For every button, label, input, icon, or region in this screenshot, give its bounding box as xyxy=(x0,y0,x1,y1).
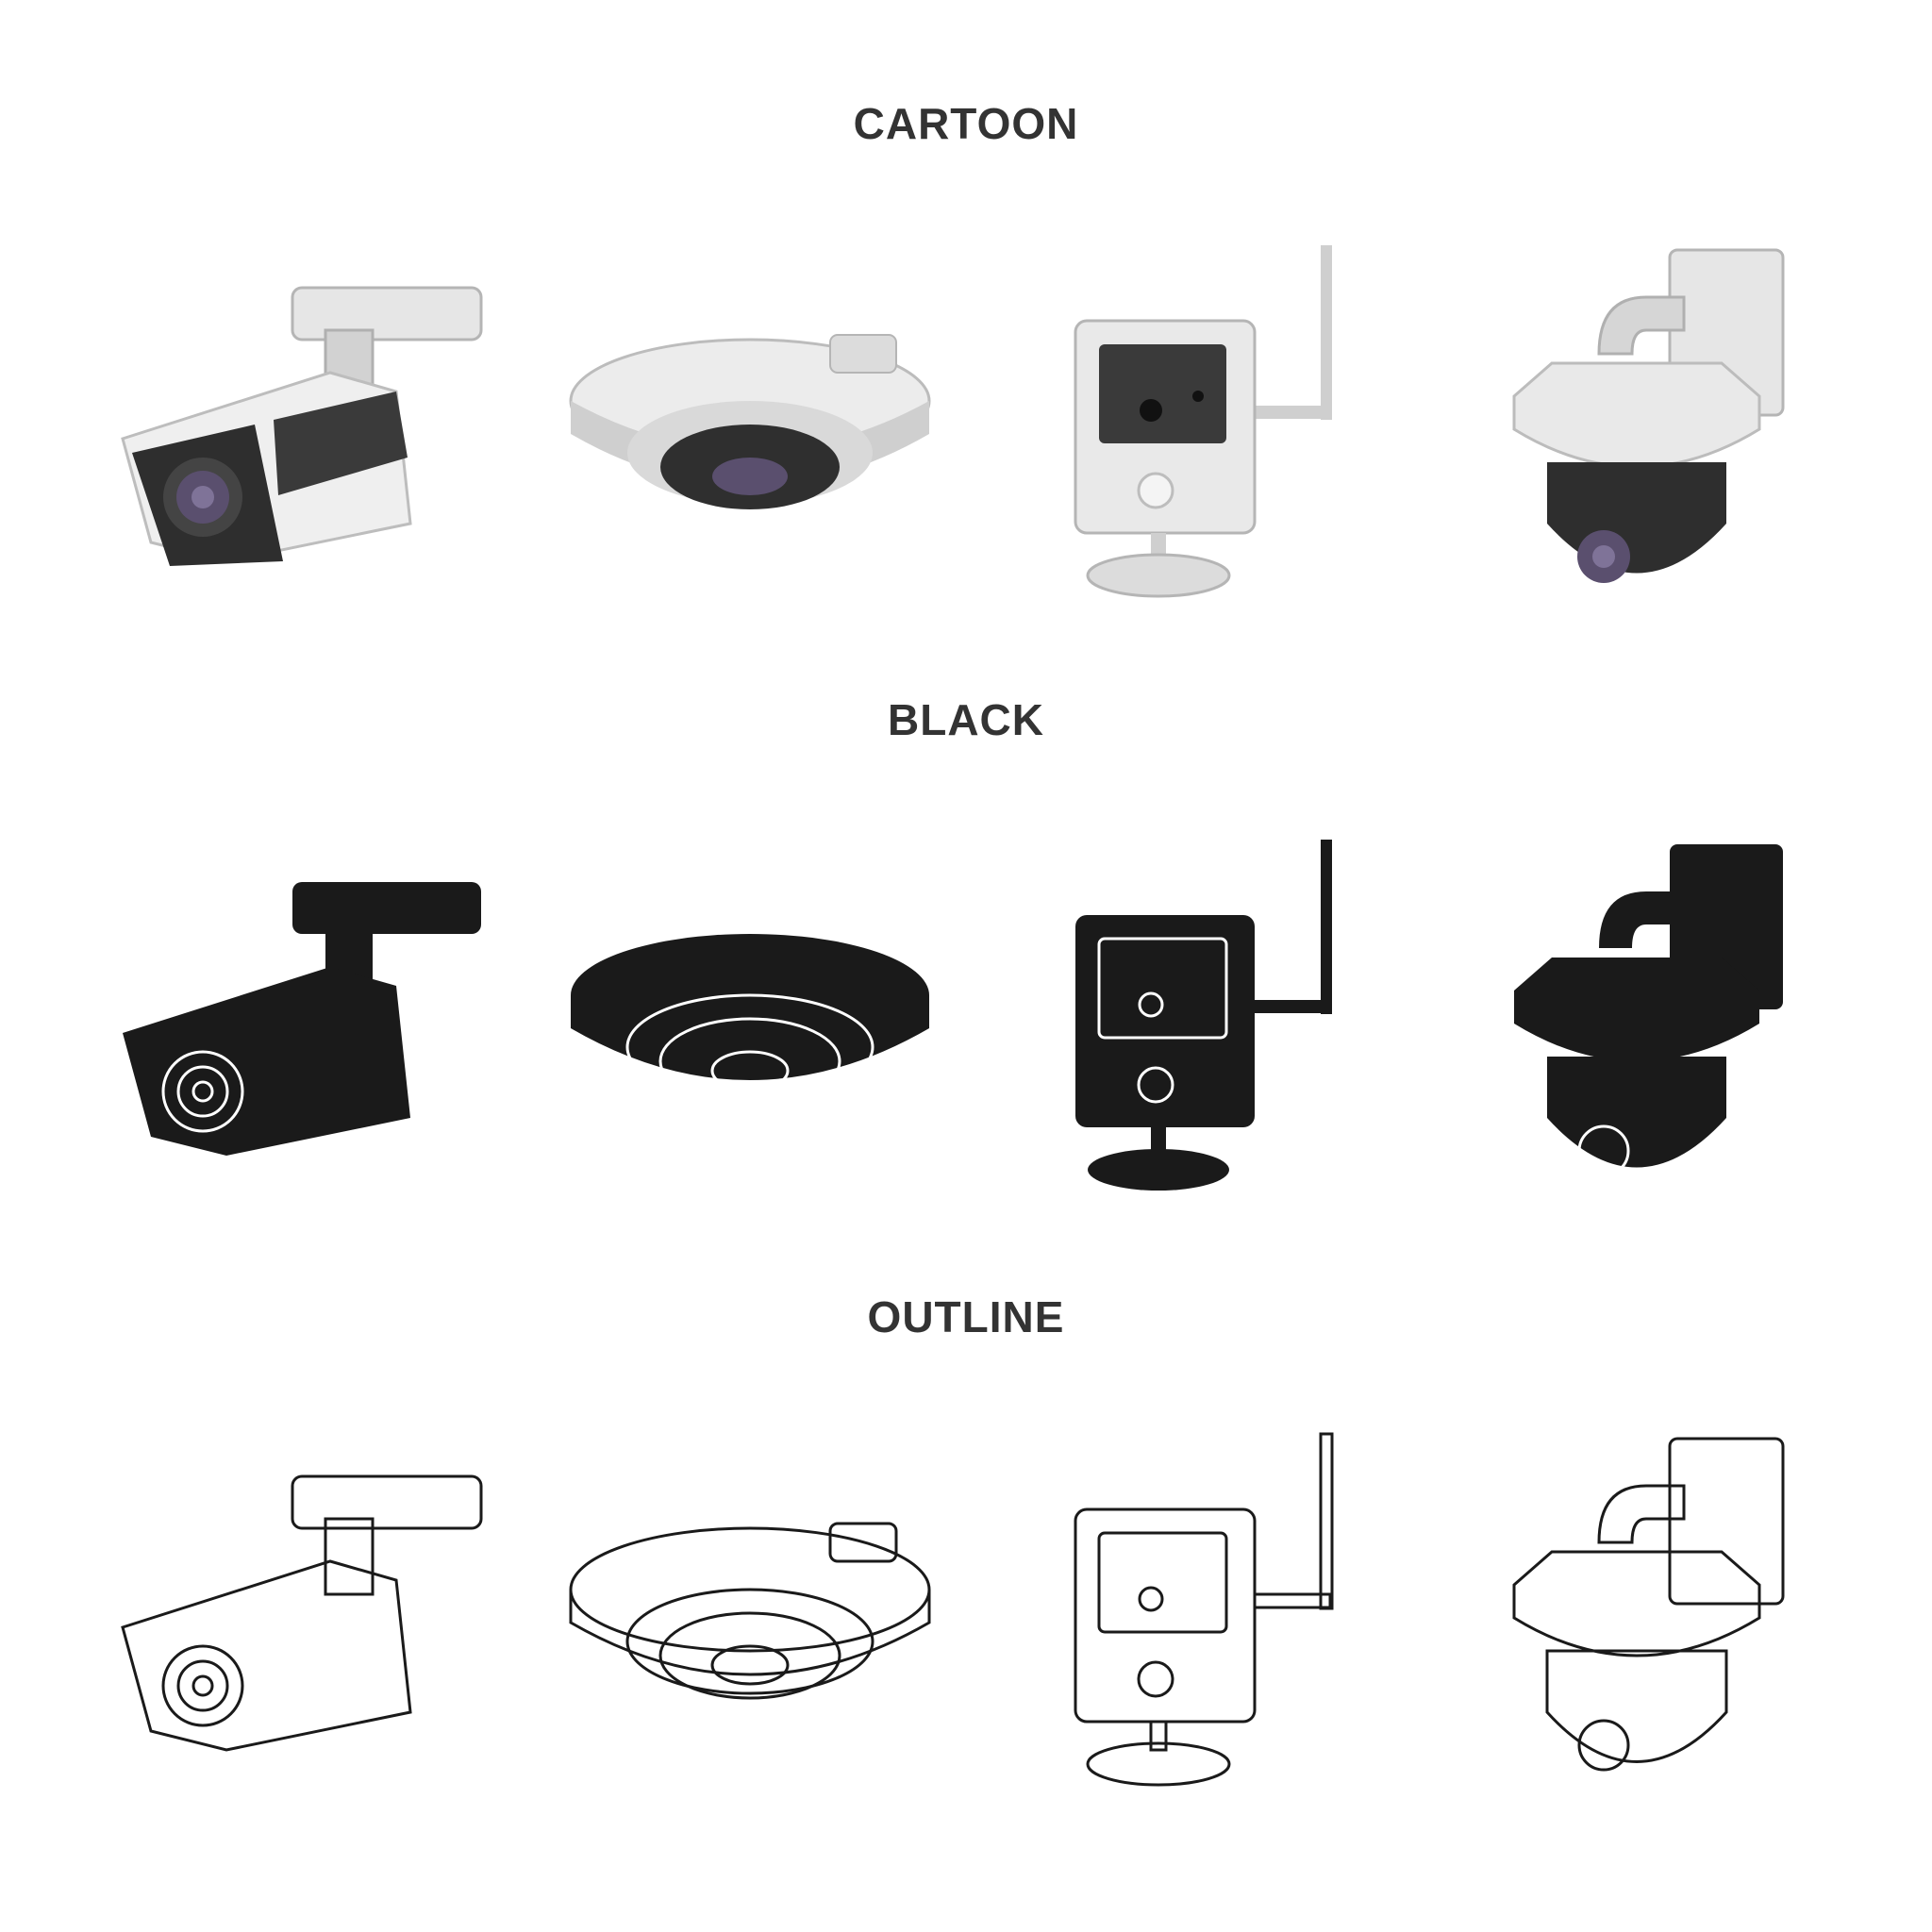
ptz-camera-icon xyxy=(1512,248,1785,583)
dome-camera-icon xyxy=(569,1522,931,1700)
bullet-camera-icon xyxy=(121,286,483,566)
section-title-cartoon: CARTOON xyxy=(853,99,1079,148)
ptz-camera-icon xyxy=(1514,844,1783,1177)
dome-camera-icon xyxy=(569,334,931,509)
wifi-cube-camera-icon xyxy=(1075,840,1332,1191)
dome-camera-icon xyxy=(571,934,929,1106)
bullet-camera-icon xyxy=(121,1474,483,1752)
bullet-camera-icon xyxy=(123,882,481,1156)
wifi-cube-camera-icon xyxy=(1074,1432,1334,1787)
ptz-camera-icon xyxy=(1512,1437,1785,1772)
section-title-black: BLACK xyxy=(888,695,1044,744)
section-title-outline: OUTLINE xyxy=(867,1292,1065,1341)
wifi-cube-camera-icon xyxy=(1074,245,1332,598)
